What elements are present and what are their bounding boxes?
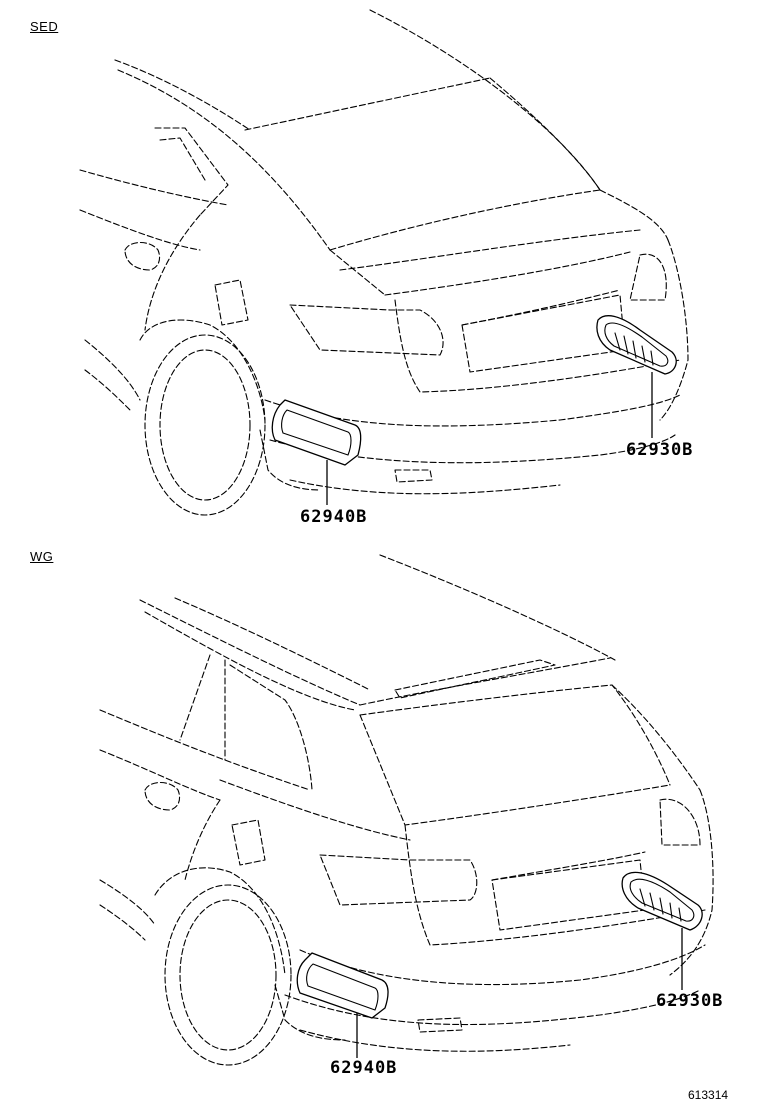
section-label-wg: WG: [30, 549, 54, 564]
part-62940b-sedan: [271, 399, 362, 466]
reference-code: 613314: [688, 1088, 729, 1102]
part-62940b-wagon: [296, 952, 389, 1019]
wagon-illustration: [99, 554, 714, 1066]
part-number-62930b-sed[interactable]: 62930B: [626, 440, 694, 460]
part-number-62940b-sed[interactable]: 62940B: [300, 507, 368, 527]
part-62930b-wagon: [621, 871, 703, 931]
sedan-illustration: [79, 9, 689, 516]
part-62930b-sedan: [596, 315, 677, 375]
part-number-62940b-wg[interactable]: 62940B: [330, 1058, 398, 1078]
section-label-sed: SED: [30, 19, 59, 34]
part-number-62930b-wg[interactable]: 62930B: [656, 991, 724, 1011]
